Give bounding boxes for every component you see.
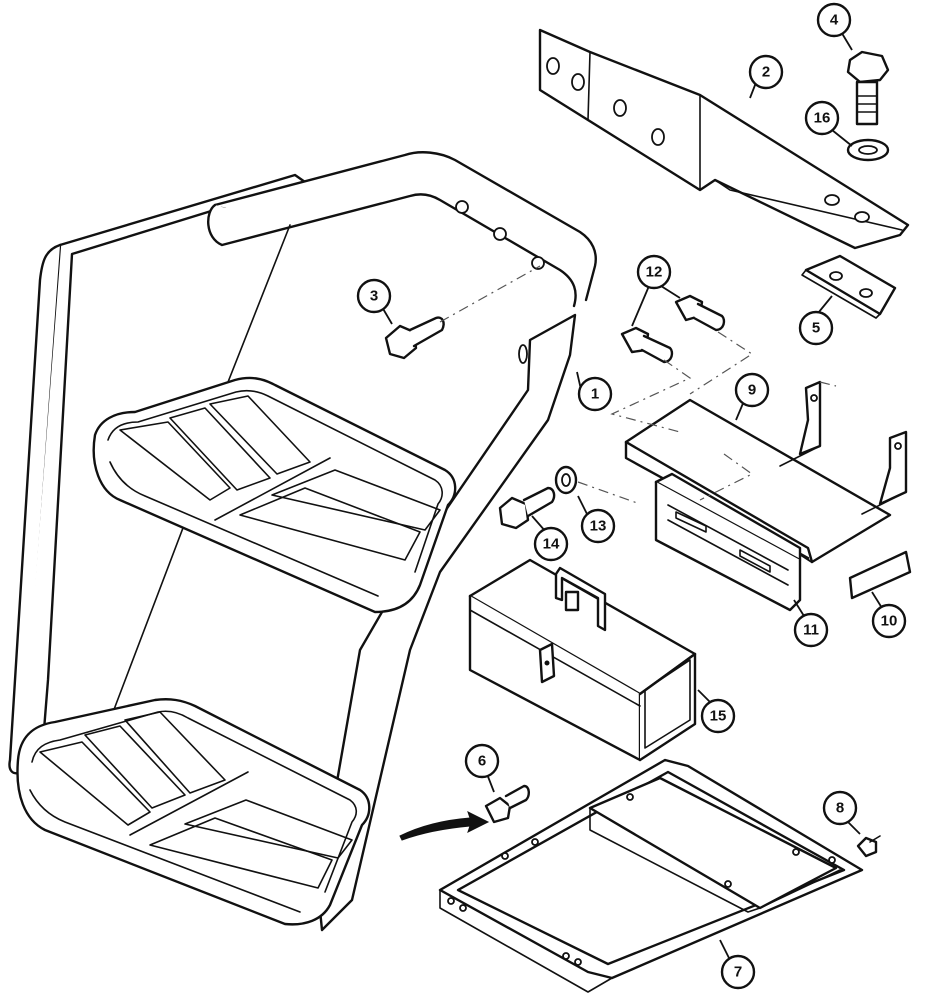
hex-bolt-4	[846, 50, 890, 126]
callout-12: 12	[636, 254, 672, 290]
washer-13	[554, 465, 578, 495]
washer-16	[846, 138, 890, 162]
socket-screw-6	[484, 784, 530, 824]
callout-label-5: 5	[812, 320, 820, 337]
callout-label-15: 15	[710, 708, 727, 725]
callout-6: 6	[464, 743, 500, 779]
callout-label-10: 10	[881, 613, 898, 630]
callout-label-12: 12	[646, 264, 663, 281]
callout-label-7: 7	[734, 964, 742, 981]
callout-label-14: 14	[543, 536, 560, 553]
callout-16: 16	[804, 100, 840, 136]
callout-label-6: 6	[478, 753, 486, 770]
mounting-tray	[438, 758, 864, 993]
channel-bracket	[654, 472, 802, 612]
flange-bolts-12	[620, 294, 726, 364]
callout-label-4: 4	[830, 12, 839, 29]
callout-7: 7	[720, 954, 756, 990]
flange-bolt-3	[384, 316, 445, 360]
callout-13: 13	[580, 508, 616, 544]
mounting-bracket	[538, 28, 910, 250]
callout-label-1: 1	[591, 386, 599, 403]
assembly-centerlines	[439, 265, 837, 505]
assembly-arrow	[399, 811, 490, 841]
callout-2: 2	[748, 54, 784, 90]
callout-14: 14	[533, 526, 569, 562]
callout-5: 5	[798, 310, 834, 346]
rubber-strip	[848, 550, 912, 600]
callout-label-2: 2	[762, 64, 770, 81]
callout-10: 10	[871, 603, 907, 639]
callout-label-11: 11	[803, 622, 819, 639]
callout-15: 15	[700, 698, 736, 734]
callout-4: 4	[816, 2, 852, 38]
callout-label-3: 3	[370, 288, 378, 305]
callout-label-8: 8	[836, 800, 844, 817]
tool-box	[468, 558, 697, 762]
flange-bolt-14	[498, 486, 556, 530]
step-ladder-frame	[8, 151, 597, 932]
callout-8: 8	[822, 790, 858, 826]
callout-label-16: 16	[814, 110, 831, 127]
callout-11: 11	[793, 612, 829, 648]
callout-3: 3	[356, 278, 392, 314]
clamp-plate	[801, 254, 897, 319]
screw-8	[856, 835, 881, 858]
callout-9: 9	[734, 372, 770, 408]
callout-label-9: 9	[748, 382, 756, 399]
callout-1: 1	[577, 376, 613, 412]
callout-label-13: 13	[590, 518, 607, 535]
